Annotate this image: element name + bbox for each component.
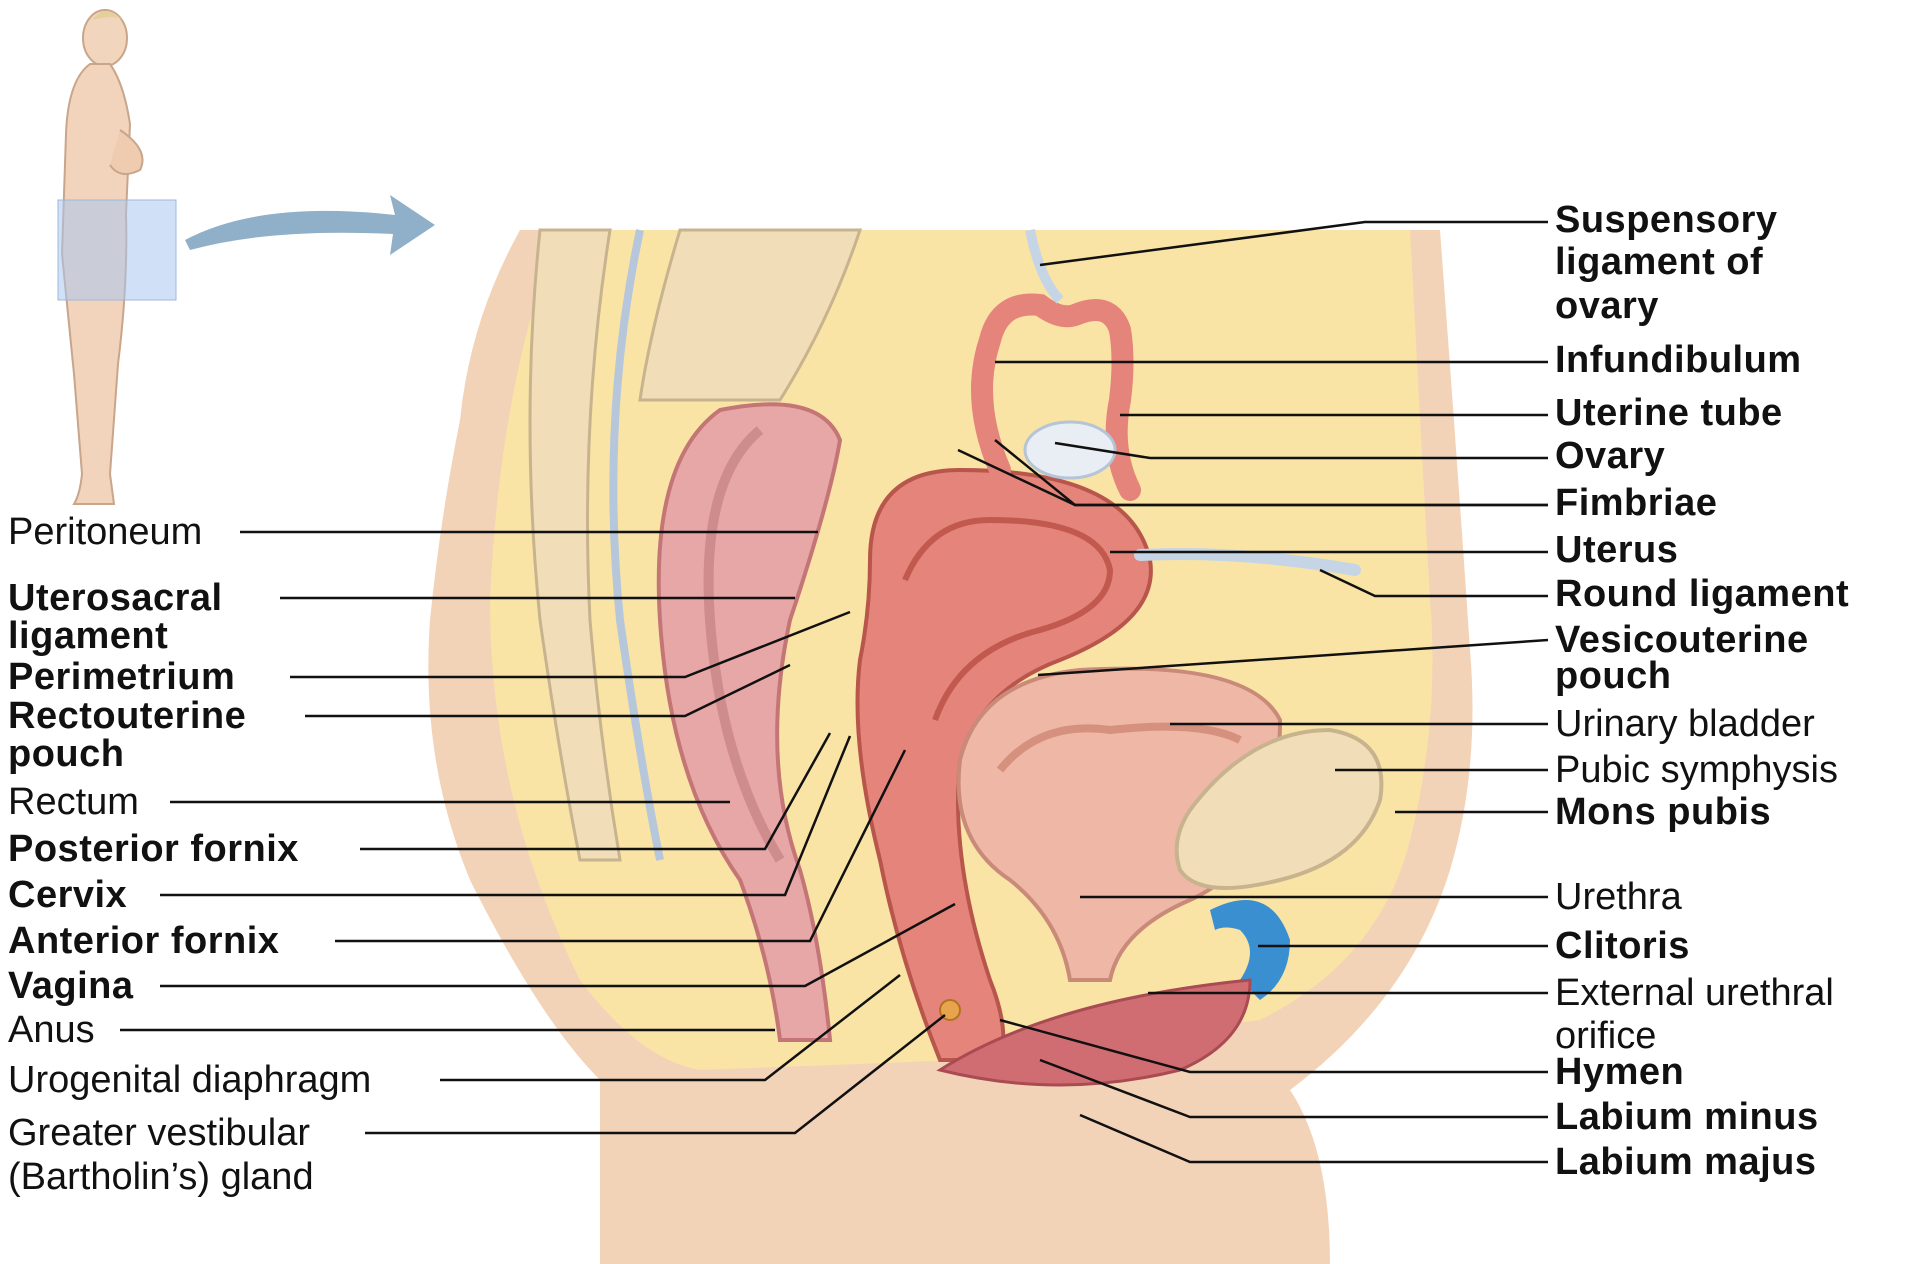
body-section — [428, 228, 1473, 1264]
label-rectum: Rectum — [8, 781, 139, 823]
label-urethra: Urethra — [1555, 876, 1682, 918]
label-greater-vestibular-gland-line1: Greater vestibular — [8, 1112, 311, 1154]
label-labium-minus: Labium minus — [1555, 1096, 1819, 1138]
label-labium-majus: Labium majus — [1555, 1141, 1817, 1183]
label-cervix: Cervix — [8, 874, 128, 916]
label-mons-pubis: Mons pubis — [1555, 791, 1772, 833]
label-uterosacral-ligament-line1: Uterosacral — [8, 577, 223, 619]
label-ovary: Ovary — [1555, 435, 1666, 477]
label-peritoneum: Peritoneum — [8, 511, 203, 553]
label-perimetrium: Perimetrium — [8, 656, 236, 698]
label-hymen: Hymen — [1555, 1051, 1685, 1093]
label-posterior-fornix: Posterior fornix — [8, 828, 299, 870]
label-infundibulum: Infundibulum — [1555, 339, 1802, 381]
label-external-urethral-orifice-line1: External urethral — [1555, 972, 1834, 1014]
label-suspensory-ligament-line1: Suspensory — [1555, 199, 1778, 241]
label-fimbriae: Fimbriae — [1555, 482, 1718, 524]
view-arrow-icon — [185, 195, 435, 255]
label-urogenital-diaphragm: Urogenital diaphragm — [8, 1059, 372, 1101]
label-external-urethral-orifice-line2: orifice — [1555, 1015, 1657, 1057]
label-vagina: Vagina — [8, 965, 134, 1007]
label-rectouterine-pouch-line2: pouch — [8, 733, 125, 775]
label-uterosacral-ligament-line2: ligament — [8, 615, 169, 657]
label-suspensory-ligament-line3: ovary — [1555, 285, 1659, 327]
label-vesicouterine-pouch-line1: Vesicouterine — [1555, 619, 1809, 661]
label-anterior-fornix: Anterior fornix — [8, 920, 280, 962]
label-urinary-bladder: Urinary bladder — [1555, 703, 1815, 745]
label-anus: Anus — [8, 1009, 95, 1051]
leader-lines — [120, 220, 1549, 1164]
label-uterus: Uterus — [1555, 529, 1679, 571]
label-vesicouterine-pouch-line2: pouch — [1555, 655, 1672, 697]
label-round-ligament: Round ligament — [1555, 573, 1850, 615]
label-suspensory-ligament-line2: ligament of — [1555, 241, 1764, 283]
orientation-figure — [57, 9, 177, 505]
label-greater-vestibular-gland-line2: (Bartholin’s) gland — [8, 1156, 314, 1198]
label-rectouterine-pouch-line1: Rectouterine — [8, 695, 247, 737]
label-clitoris: Clitoris — [1555, 925, 1690, 967]
label-pubic-symphysis: Pubic symphysis — [1555, 749, 1838, 791]
label-uterine-tube: Uterine tube — [1555, 392, 1783, 434]
